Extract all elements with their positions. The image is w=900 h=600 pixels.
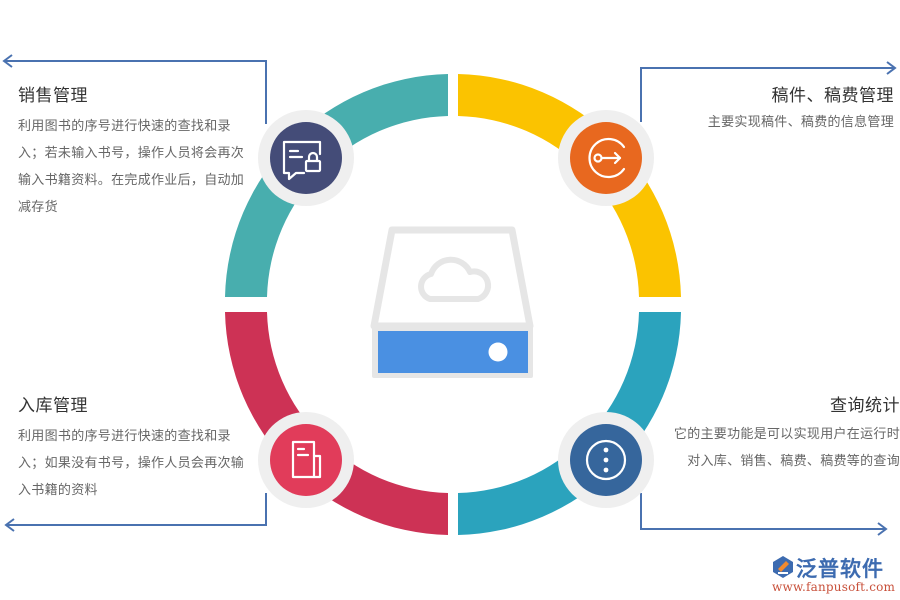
badge-top-right[interactable]: [558, 110, 654, 206]
brand-mark-icon: [773, 556, 793, 578]
badge-top-left[interactable]: [258, 110, 354, 206]
message-lock-icon: [282, 140, 322, 181]
section-warehousing: 入库管理 利用图书的序号进行快速的查找和录入；如果没有书号，操作人员会再次输入书…: [18, 395, 254, 504]
arrow-left-top: [2, 54, 13, 68]
section-sales: 销售管理 利用图书的序号进行快速的查找和录入；若未输入书号，操作人员将会再次输入…: [18, 85, 254, 221]
section-title: 销售管理: [18, 86, 88, 106]
section-description: 主要实现稿件、稿费的信息管理: [707, 115, 894, 130]
brand-name: 泛普软件: [796, 557, 884, 581]
section-description: 它的主要功能是可以实现用户在运行时对入库、销售、稿费、稿费等的查询: [673, 427, 900, 469]
more-vertical-icon: [585, 439, 627, 481]
arrow-right-bottom: [877, 522, 888, 536]
cloud-shape: [418, 256, 492, 302]
connector-bottom-left: [6, 493, 267, 526]
section-description: 利用图书的序号进行快速的查找和录入；如果没有书号，操作人员会再次输入书籍的资料: [18, 429, 245, 498]
badge-bottom-left[interactable]: [258, 412, 354, 508]
arrow-left-bottom: [4, 518, 15, 532]
brand-logo: 泛普软件 www.fanpusoft.com: [772, 553, 897, 597]
key-exit-icon: [588, 137, 626, 179]
brand-url: www.fanpusoft.com: [772, 580, 896, 594]
connectors: [2, 54, 897, 536]
section-description: 利用图书的序号进行快速的查找和录入；若未输入书号，操作人员将会再次输入书籍资料。…: [18, 119, 245, 215]
document-icon: [291, 440, 322, 479]
section-title: 入库管理: [18, 396, 88, 416]
section-title: 查询统计: [830, 396, 900, 416]
section-title: 稿件、稿费管理: [771, 86, 894, 106]
badge-bottom-right[interactable]: [558, 412, 654, 508]
connector-top-right: [640, 67, 895, 122]
arrow-right-top: [886, 61, 897, 75]
connector-bottom-right: [640, 493, 886, 530]
section-manuscripts: 稿件、稿费管理 主要实现稿件、稿费的信息管理: [634, 85, 894, 136]
cloud-storage-drive-icon: [370, 226, 534, 378]
section-query-statistics: 查询统计 它的主要功能是可以实现用户在运行时对入库、销售、稿费、稿费等的查询: [672, 395, 900, 475]
connector-top-left: [4, 60, 267, 124]
